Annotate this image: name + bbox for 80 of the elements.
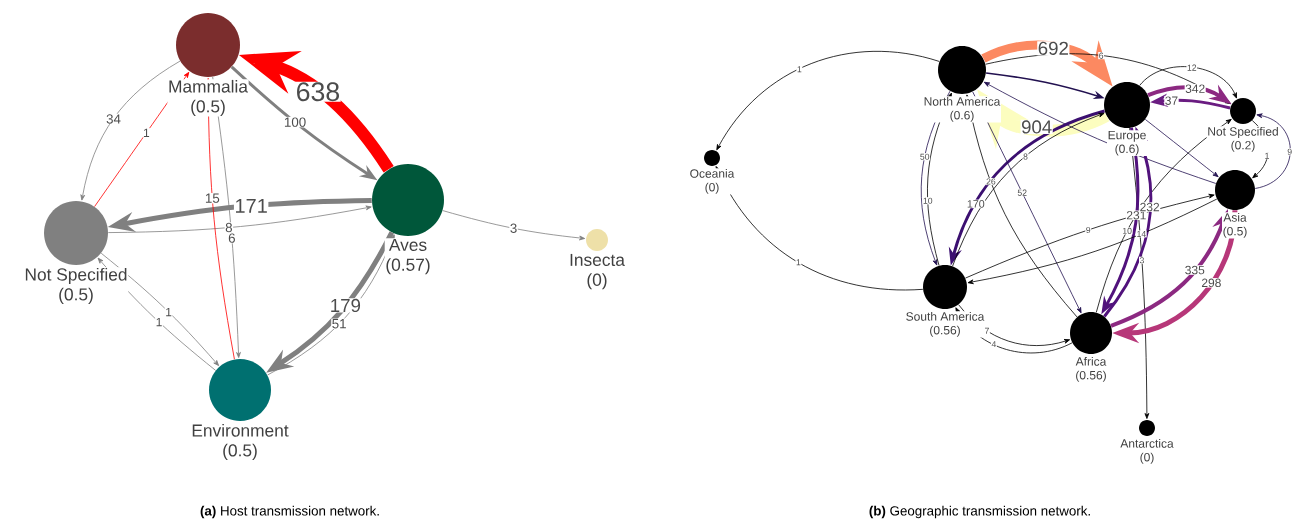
network-node (704, 150, 720, 166)
edge-label: 12 (1186, 64, 1198, 72)
edge-label: 179 (329, 298, 362, 313)
network-node (176, 13, 240, 77)
node-label: (0) (705, 182, 719, 194)
edge-label: 3 (1139, 256, 1145, 264)
edge-label: 904 (1020, 119, 1053, 135)
caption: (a) Host transmission network. (200, 505, 379, 519)
edge-label: 1 (142, 128, 151, 138)
network-node (1104, 82, 1150, 128)
edge-label: 9 (1085, 226, 1092, 234)
edge-label: 232 (1139, 202, 1161, 212)
edge-label: 171 (233, 198, 269, 214)
node-label: South America (0.56) (905, 311, 985, 338)
edge-label: 1 (795, 258, 802, 266)
edge-label: 692 (1037, 41, 1070, 56)
edge-label: 342 (1184, 83, 1206, 94)
node-label: Antarctica (0) (1119, 438, 1175, 465)
edge-label: 14 (1136, 230, 1147, 238)
node-label: Asia (0.5) (1222, 212, 1248, 239)
edge-label: 1 (796, 65, 803, 73)
edge-label: 100 (283, 116, 307, 128)
edge-label: 3 (509, 223, 518, 234)
network-node (44, 201, 108, 265)
edge-label: 34 (105, 113, 122, 125)
network-node (372, 164, 444, 236)
edge-label: 26 (985, 177, 997, 186)
edge-label: 50 (919, 153, 931, 161)
edge-label: 298 (1200, 278, 1222, 288)
edge-label: 10 (1121, 227, 1133, 235)
arrow (716, 50, 940, 151)
node-label: Europe (0.6) (1107, 130, 1147, 157)
edge-label: 51 (331, 318, 348, 329)
node-label: Africa (0.56) (1074, 356, 1108, 383)
network-node (1070, 312, 1112, 354)
network-node (1230, 98, 1256, 124)
arrow (442, 210, 586, 241)
edge-label: 8 (224, 222, 234, 233)
arrow (1139, 66, 1237, 99)
node-label: Insecta (0) (568, 253, 626, 290)
edge-label: 1 (1264, 152, 1270, 160)
edge-label: 4 (990, 340, 997, 348)
network-node (938, 46, 986, 94)
arrow (1254, 113, 1291, 189)
node-label: Not Specified (0.5) (23, 267, 129, 305)
arrow (1095, 118, 1232, 313)
node-label: Aves (0.57) (384, 238, 432, 275)
node-label: Not Specified (1208, 126, 1278, 139)
edge-label: 170 (966, 199, 986, 209)
arrow (107, 205, 372, 233)
node-label: North America (0.6) (923, 96, 1001, 123)
edge-label: 1 (155, 317, 163, 327)
network-node (1215, 170, 1255, 210)
edge-label: 52 (1016, 189, 1028, 197)
network-node (1139, 420, 1155, 436)
node-label: Oceania (690, 168, 735, 178)
network-node (923, 265, 967, 309)
edge-label: 15 (204, 193, 221, 204)
edge-label: 9 (1286, 148, 1293, 156)
node-label: (0.2) (1231, 140, 1255, 152)
caption: (b) Geographic transmission network. (869, 505, 1090, 519)
edge-label: 231 (1125, 210, 1147, 220)
edge-label: 335 (1184, 265, 1206, 275)
edge-label: 638 (295, 81, 341, 102)
network-node (209, 359, 271, 421)
arrow (1144, 118, 1219, 178)
node-label: (0.56) (930, 325, 960, 337)
node-label: Environment (0.5) (190, 423, 290, 461)
edge-label: 6 (227, 232, 237, 244)
node-label: Oceania (0) (689, 168, 735, 195)
arrow (80, 60, 181, 201)
edge-label: 6 (1098, 52, 1105, 60)
edge-label: 8 (1022, 152, 1029, 161)
node-label: South America (906, 311, 985, 321)
edge-label: 10 (922, 197, 934, 205)
node-label: Not Specified (0.2) (1206, 126, 1280, 153)
edge-label: 37 (1164, 95, 1179, 106)
edge-label: 1 (164, 307, 173, 317)
network-node (586, 229, 608, 251)
node-label: Mammalia (0.5) (167, 79, 249, 117)
